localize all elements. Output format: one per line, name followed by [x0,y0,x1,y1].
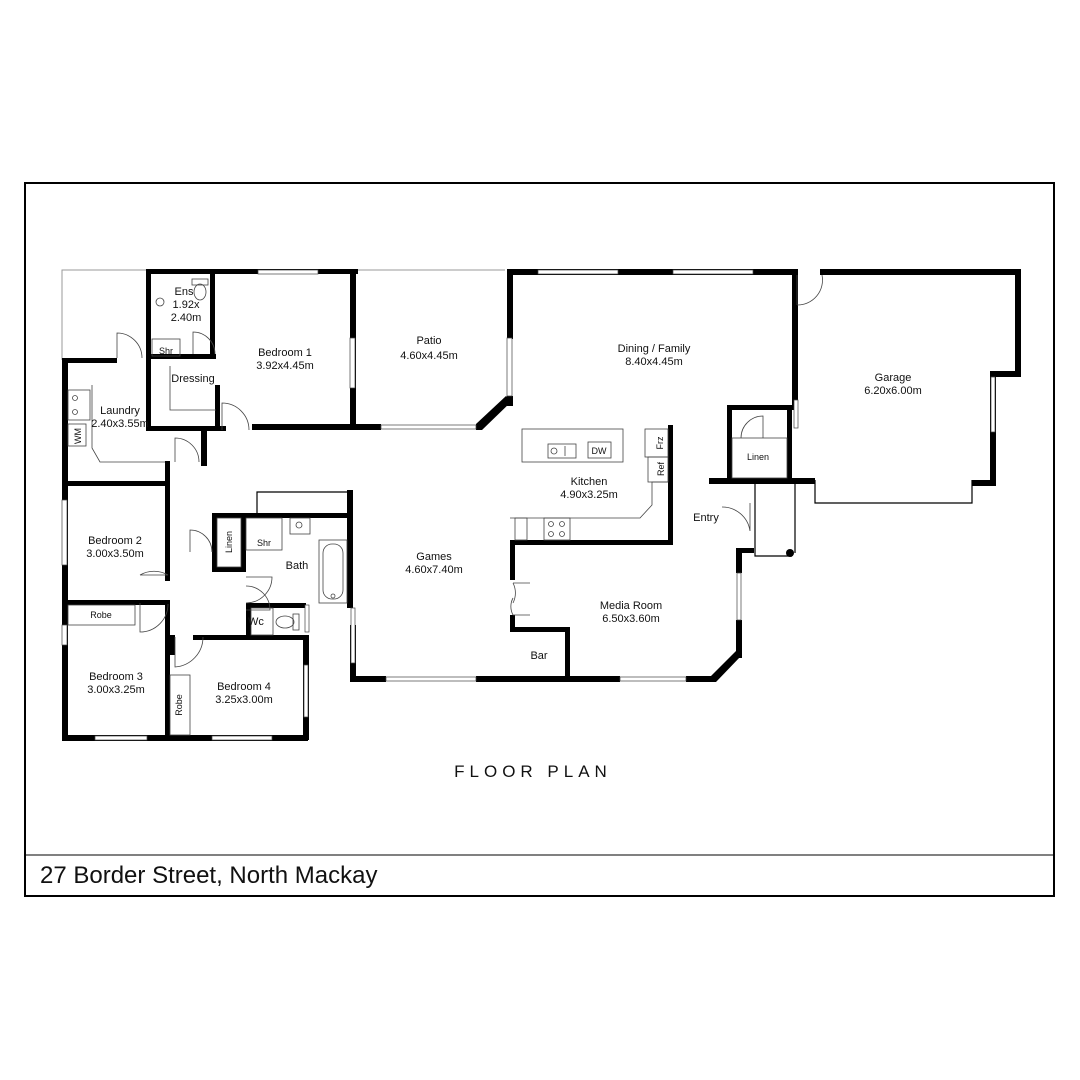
robe-bed3-label: Robe [90,610,112,620]
bedroom3-dim: 3.00x3.25m [87,684,144,696]
kitchen-label: Kitchen [571,476,608,488]
bedroom1-label: Bedroom 1 [258,347,312,359]
windows [61,269,996,741]
laundry-dim: 2.40x3.55m [91,418,148,430]
bath-label: Bath [286,560,309,572]
bedroom3-label: Bedroom 3 [89,671,143,683]
robe-bed4-label: Robe [174,694,184,716]
bedroom4-label: Bedroom 4 [217,681,271,693]
media-dim: 6.50x3.60m [602,613,659,625]
entry-label: Entry [693,512,719,524]
bedroom2-dim: 3.00x3.50m [86,548,143,560]
garage-label: Garage [875,372,912,384]
frz-label: Frz [655,436,665,449]
dw-label: DW [592,446,607,456]
linen-hall-label: Linen [224,531,234,553]
fixtures [67,278,788,736]
page-frame [24,182,1055,897]
media-label: Media Room [600,600,662,612]
kitchen-dim: 4.90x3.25m [560,489,617,501]
room-labels: Ens 1.92x 2.40m Shr Bedroom 1 3.92x4.45m… [73,286,922,716]
plan-heading: FLOOR PLAN [454,762,612,781]
bar-label: Bar [530,650,547,662]
patio-dim: 4.60x4.45m [400,350,457,362]
games-label: Games [416,551,452,563]
ensuite-shower-label: Shr [159,346,173,356]
garage-dim: 6.20x6.00m [864,385,921,397]
ensuite-dim-1: 1.92x [173,299,200,311]
bath-shower-label: Shr [257,538,271,548]
bedroom4-dim: 3.25x3.00m [215,694,272,706]
dining-label: Dining / Family [618,343,691,355]
dining-dim: 8.40x4.45m [625,356,682,368]
walls [62,269,1021,741]
wm-label: WM [73,428,83,444]
doors [116,274,823,668]
ref-label: Ref [656,462,666,477]
laundry-label: Laundry [100,405,140,417]
wc-label: Wc [248,616,264,628]
ensuite-dim-2: 2.40m [171,312,202,324]
property-address: 27 Border Street, North Mackay [40,862,377,889]
linen-garage-label: Linen [747,452,769,462]
bedroom1-dim: 3.92x4.45m [256,360,313,372]
bedroom2-label: Bedroom 2 [88,535,142,547]
dressing-label: Dressing [171,373,214,385]
games-dim: 4.60x7.40m [405,564,462,576]
patio-label: Patio [416,335,441,347]
ensuite-label: Ens [175,286,194,298]
